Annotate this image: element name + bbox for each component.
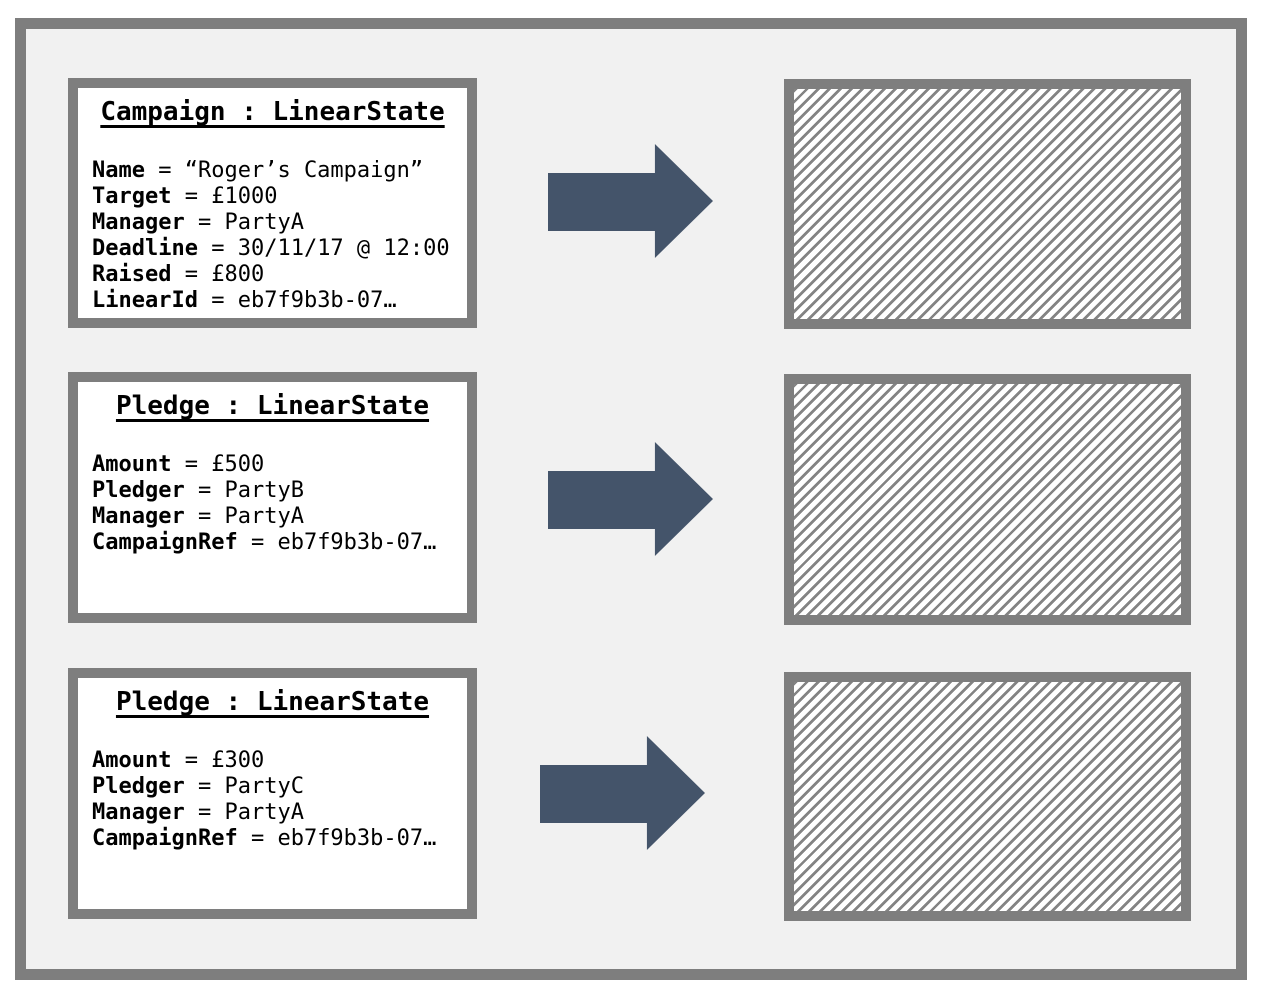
card-title: Campaign : LinearState [78, 96, 467, 128]
field-row: Manager = PartyA [92, 504, 304, 529]
field-key: Target [92, 184, 172, 209]
field-value: £300 [211, 748, 265, 773]
field-row: Manager = PartyA [92, 210, 304, 235]
field-value: eb7f9b3b-07… [237, 288, 397, 313]
field-value: £800 [211, 262, 265, 287]
field-value: PartyA [224, 504, 304, 529]
field-value: PartyA [224, 800, 304, 825]
field-row: Amount = £500 [92, 452, 265, 477]
field-row: Manager = PartyA [92, 800, 304, 825]
field-key: Amount [92, 748, 172, 773]
field-row: LinearId = eb7f9b3b-07… [92, 288, 397, 313]
field-key: Deadline [92, 236, 198, 261]
field-value: £1000 [211, 184, 278, 209]
field-key: Amount [92, 452, 172, 477]
field-row: Deadline = 30/11/17 @ 12:00 [92, 236, 450, 261]
card-title: Pledge : LinearState [78, 686, 467, 718]
card-title-text: Pledge : LinearState [115, 391, 430, 421]
field-key: Manager [92, 504, 185, 529]
state-card-campaign: Campaign : LinearState Name = “Roger’s C… [68, 78, 477, 328]
field-row: Amount = £300 [92, 748, 265, 773]
field-key: Name [92, 158, 145, 183]
field-key: Manager [92, 800, 185, 825]
field-value: £500 [211, 452, 265, 477]
field-key: CampaignRef [92, 826, 238, 851]
hatched-placeholder-box [784, 672, 1191, 921]
hatched-placeholder-box [784, 374, 1191, 625]
field-key: CampaignRef [92, 530, 238, 555]
field-row: Name = “Roger’s Campaign” [92, 158, 424, 183]
card-title-text: Campaign : LinearState [100, 97, 445, 127]
field-row: Raised = £800 [92, 262, 265, 287]
field-value: eb7f9b3b-07… [277, 530, 437, 555]
field-row: Pledger = PartyC [92, 774, 304, 799]
field-key: LinearId [92, 288, 198, 313]
field-row: CampaignRef = eb7f9b3b-07… [92, 530, 437, 555]
field-value: PartyC [224, 774, 304, 799]
field-key: Manager [92, 210, 185, 235]
hatched-placeholder-box [784, 79, 1191, 329]
field-key: Raised [92, 262, 172, 287]
field-value: “Roger’s Campaign” [184, 158, 424, 183]
field-value: eb7f9b3b-07… [277, 826, 437, 851]
field-value: PartyA [224, 210, 304, 235]
field-row: CampaignRef = eb7f9b3b-07… [92, 826, 437, 851]
card-title: Pledge : LinearState [78, 390, 467, 422]
field-value: PartyB [224, 478, 304, 503]
field-row: Target = £1000 [92, 184, 278, 209]
card-title-text: Pledge : LinearState [115, 687, 430, 717]
field-key: Pledger [92, 478, 185, 503]
field-key: Pledger [92, 774, 185, 799]
field-value: 30/11/17 @ 12:00 [237, 236, 450, 261]
field-row: Pledger = PartyB [92, 478, 304, 503]
